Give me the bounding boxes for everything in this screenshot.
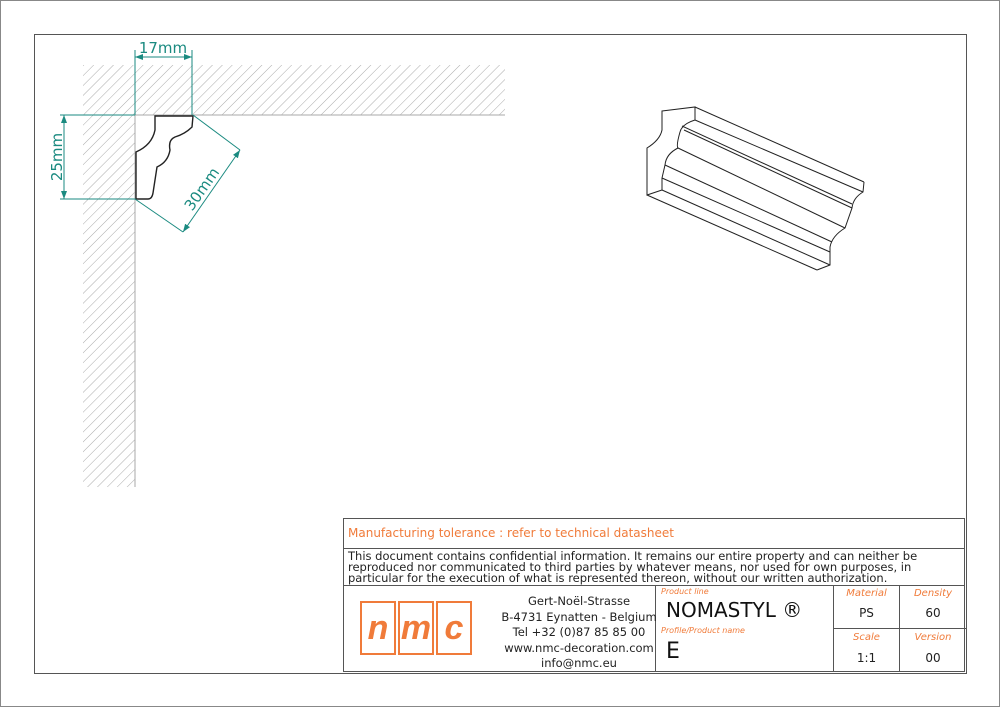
- website: www.nmc-decoration.com: [504, 640, 654, 655]
- drawing-frame: [34, 34, 967, 674]
- street: Gert-Noël-Strasse: [527, 594, 631, 608]
- email: info@nmc.eu: [541, 656, 617, 670]
- density-label: Density: [913, 588, 953, 599]
- product-cell: Product line NOMASTYL ® Profile/Product …: [656, 586, 834, 672]
- width-dimension: 17mm: [139, 39, 187, 57]
- nmc-logo: n m c: [360, 601, 472, 655]
- version-label: Version: [914, 632, 952, 643]
- height-dimension: 25mm: [48, 133, 66, 181]
- product-name: E: [666, 639, 680, 664]
- material-value: PS: [859, 606, 874, 620]
- telephone: Tel +32 (0)87 85 85 00: [512, 625, 646, 639]
- material-cell: Material PS: [834, 586, 900, 629]
- product-line-label: Product line: [661, 587, 709, 596]
- tolerance-note: Manufacturing tolerance : refer to techn…: [344, 519, 964, 549]
- dimension-lines: [60, 50, 241, 233]
- info-row: n m c Gert-Noël-Strasse B-4731 Eynatten …: [344, 586, 966, 673]
- version-value: 00: [925, 651, 941, 665]
- version-cell: Version 00: [900, 629, 966, 672]
- density-value: 60: [925, 606, 941, 620]
- scale-cell: Scale 1:1: [834, 629, 900, 672]
- product-line: NOMASTYL ®: [666, 598, 803, 622]
- scale-value: 1:1: [856, 651, 877, 665]
- company-address: Gert-Noël-Strasse B-4731 Eynatten - Belg…: [499, 594, 659, 672]
- profile-section: [135, 115, 194, 200]
- wall-hatch: [83, 65, 505, 487]
- scale-label: Scale: [853, 632, 880, 643]
- logo-letter: c: [436, 601, 472, 655]
- molding-3d-view: [646, 106, 865, 271]
- projection-dimension: 30mm: [181, 164, 223, 214]
- city: B-4731 Eynatten - Belgium: [501, 609, 657, 624]
- title-block: Manufacturing tolerance : refer to techn…: [343, 518, 966, 673]
- density-cell: Density 60: [900, 586, 966, 629]
- company-cell: n m c Gert-Noël-Strasse B-4731 Eynatten …: [344, 586, 659, 672]
- material-label: Material: [846, 588, 887, 599]
- logo-letter: n: [360, 601, 396, 655]
- logo-letter: m: [398, 601, 434, 655]
- confidentiality-notice: This document contains confidential info…: [344, 549, 964, 586]
- product-name-label: Profile/Product name: [661, 626, 745, 635]
